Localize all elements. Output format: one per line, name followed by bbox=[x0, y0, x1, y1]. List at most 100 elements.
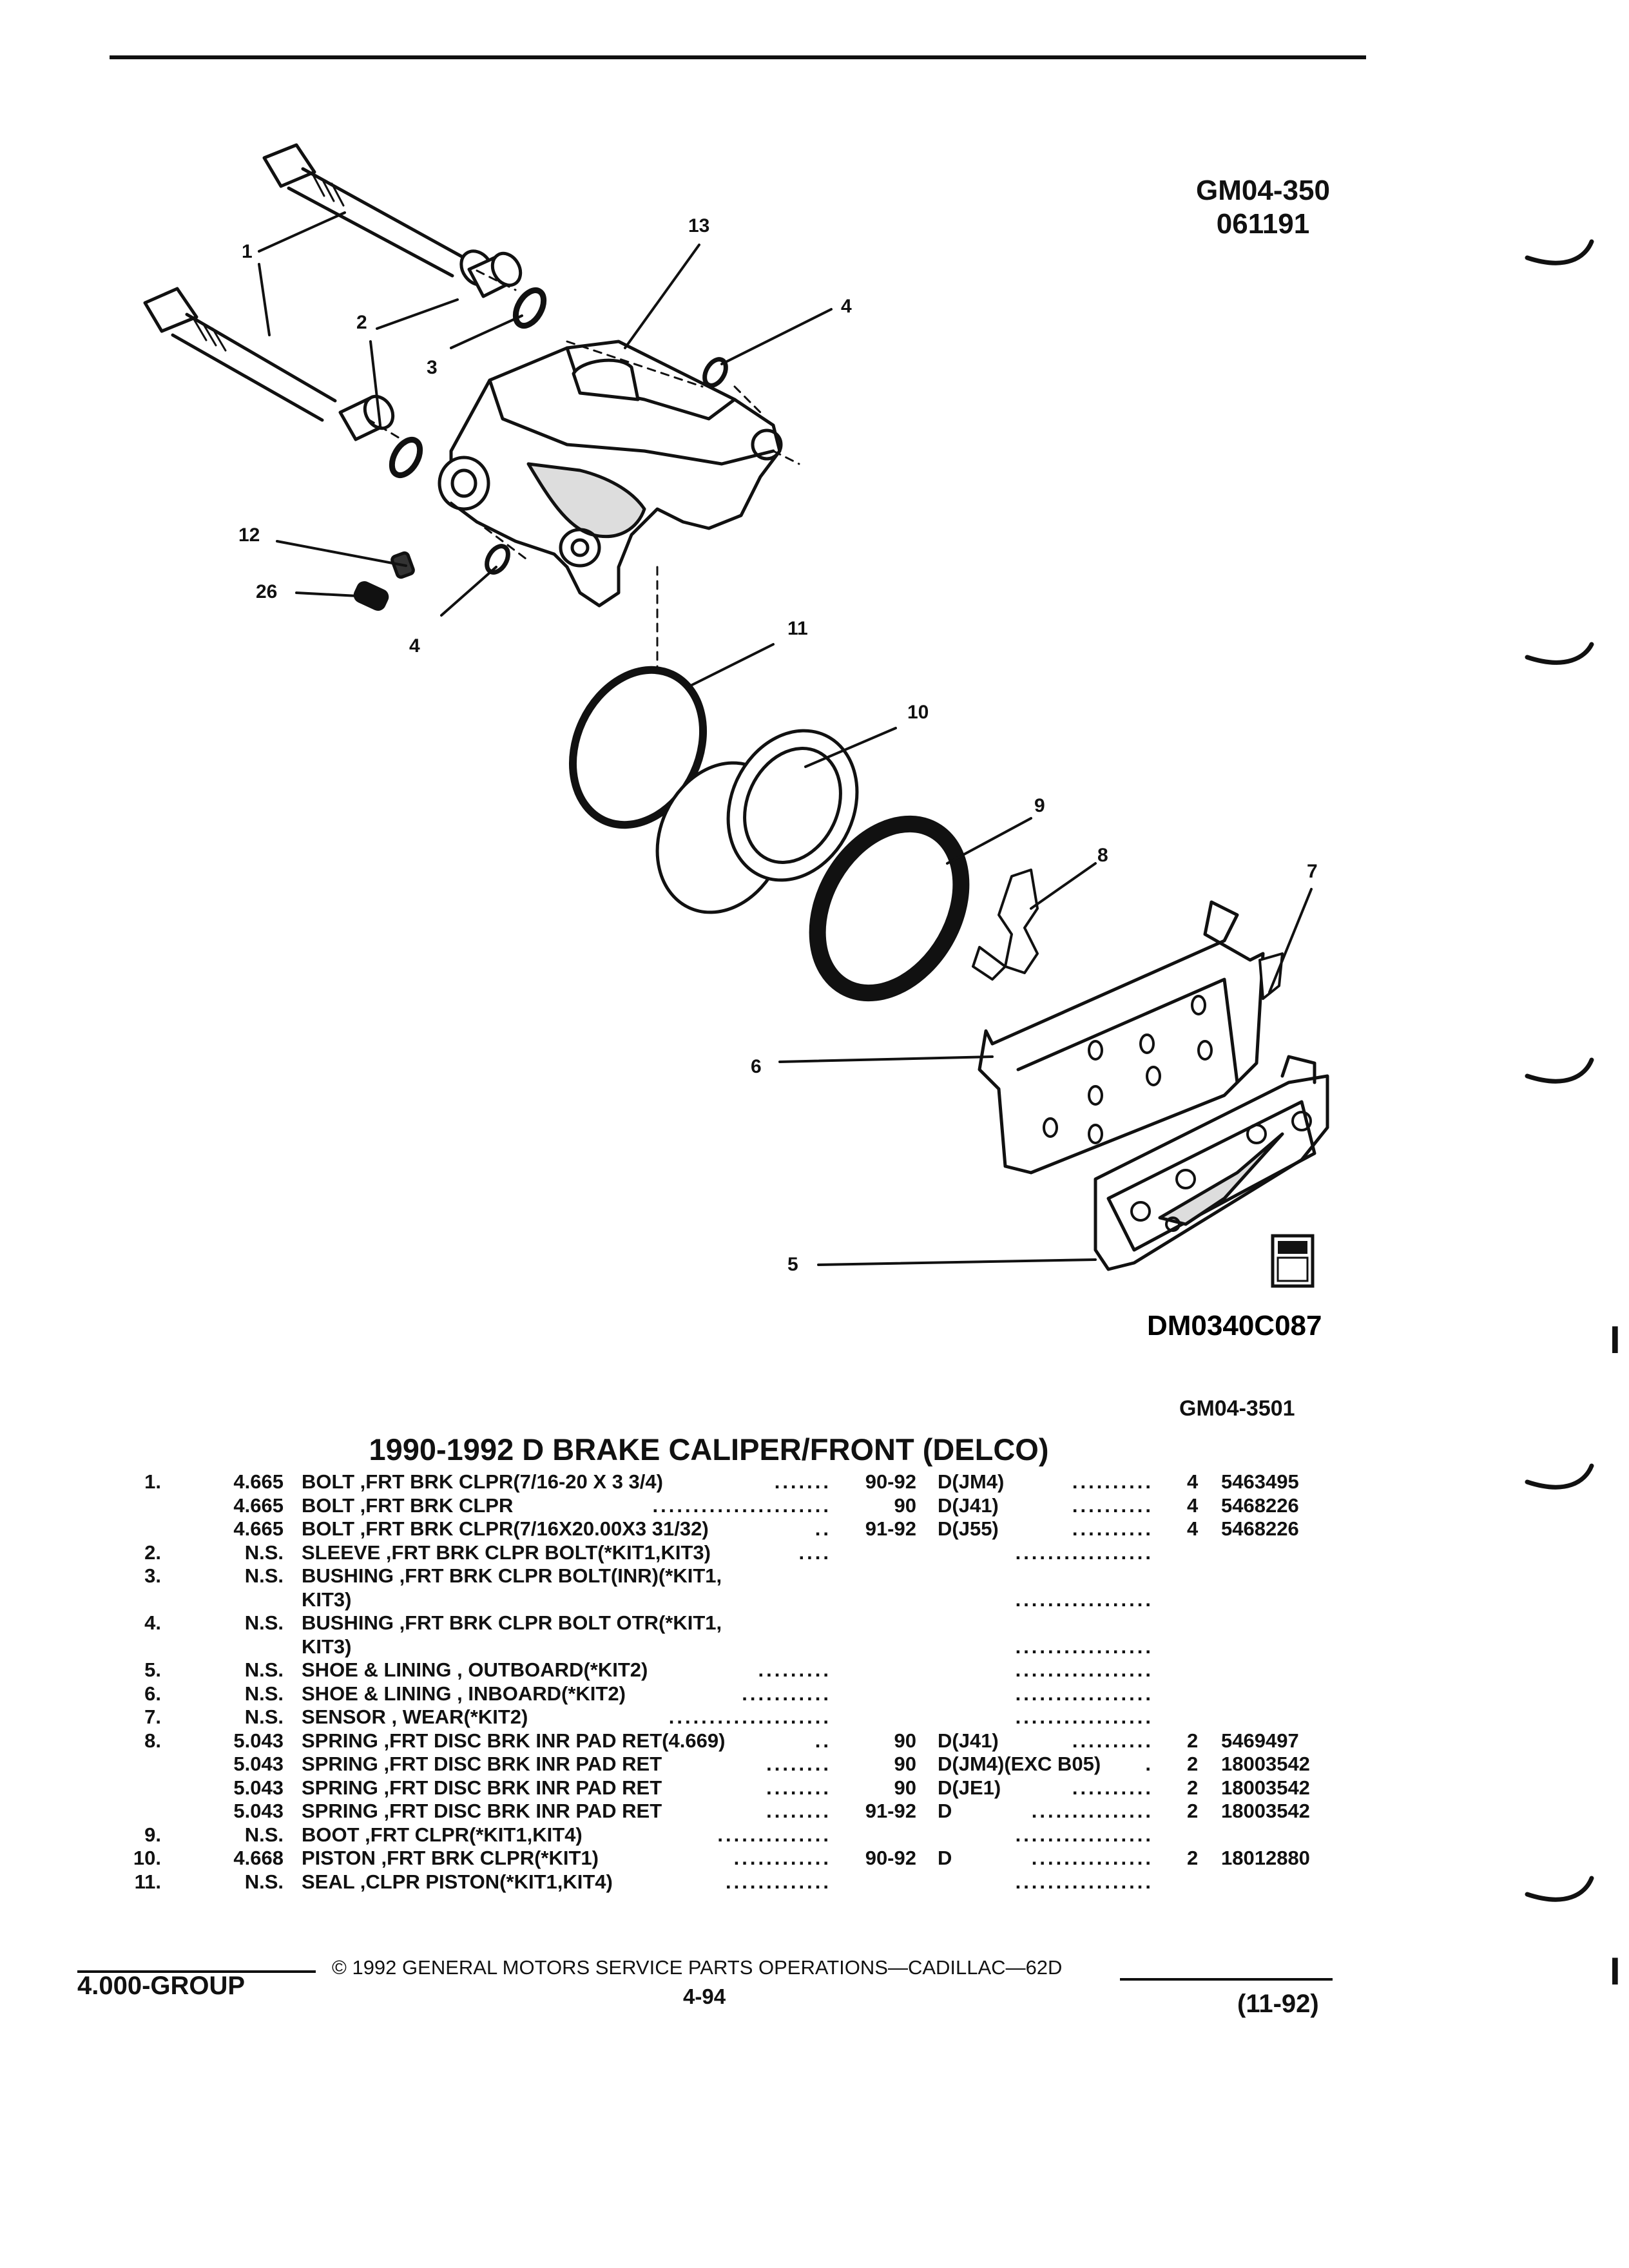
cell-leader-dots: .................... bbox=[668, 1706, 831, 1728]
callout-7: 7 bbox=[1307, 861, 1318, 882]
cell-leader-dots: ............. bbox=[726, 1870, 831, 1893]
cell-model: D(J41) bbox=[938, 1494, 999, 1517]
callout-9: 9 bbox=[1034, 795, 1045, 816]
cell-part-number: 5468226 bbox=[1221, 1517, 1299, 1540]
oring-lower bbox=[389, 437, 423, 478]
cell-leader-dots: ......... bbox=[758, 1658, 831, 1681]
cell-group-number: N.S. bbox=[244, 1682, 284, 1705]
cell-description: BOLT ,FRT BRK CLPR(7/16-20 X 3 3/4) bbox=[302, 1470, 663, 1493]
cell-group-number: 5.043 bbox=[233, 1753, 284, 1775]
piston-boot bbox=[809, 815, 970, 1002]
cell-part-number: 18003542 bbox=[1221, 1800, 1310, 1822]
callout-10: 10 bbox=[907, 702, 929, 723]
cell-model: D(JM4)(EXC B05) bbox=[938, 1753, 1101, 1775]
table-row: 11.N.S.SEAL ,CLPR PISTON(*KIT1,KIT4)....… bbox=[0, 1870, 1482, 1894]
table-row: 9.N.S.BOOT ,FRT CLPR(*KIT1,KIT4)........… bbox=[0, 1823, 1482, 1847]
cell-model-dots: ................. bbox=[1015, 1706, 1153, 1728]
table-row: 3.N.S.BUSHING ,FRT BRK CLPR BOLT(INR)(*K… bbox=[0, 1564, 1482, 1588]
table-row: 5.N.S.SHOE & LINING , OUTBOARD(*KIT2)...… bbox=[0, 1658, 1482, 1682]
cell-item-number: 2. bbox=[144, 1541, 161, 1564]
cell-item-number: 10. bbox=[133, 1847, 161, 1869]
footer-rule-left bbox=[77, 1970, 316, 1973]
cell-group-number: 5.043 bbox=[233, 1800, 284, 1822]
cell-model: D(JE1) bbox=[938, 1776, 1001, 1799]
cell-group-number: N.S. bbox=[244, 1541, 284, 1564]
cell-leader-dots: ........ bbox=[766, 1800, 831, 1822]
cell-model-dots: .......... bbox=[1072, 1517, 1153, 1540]
cell-description: SHOE & LINING , INBOARD(*KIT2) bbox=[302, 1682, 626, 1705]
cell-description: SEAL ,CLPR PISTON(*KIT1,KIT4) bbox=[302, 1870, 613, 1893]
cell-model: D(J55) bbox=[938, 1517, 999, 1540]
cell-description: SENSOR , WEAR(*KIT2) bbox=[302, 1706, 528, 1728]
figure-code-date: 061191 bbox=[1216, 208, 1310, 240]
cell-model-dots: . bbox=[1145, 1753, 1153, 1775]
cell-years: 90 bbox=[894, 1729, 916, 1752]
cell-leader-dots: .............. bbox=[717, 1823, 831, 1846]
cell-item-number: 11. bbox=[134, 1870, 161, 1893]
cell-item-number: 9. bbox=[144, 1823, 161, 1846]
cell-description: SPRING ,FRT DISC BRK INR PAD RET bbox=[302, 1800, 662, 1822]
cell-group-number: N.S. bbox=[244, 1706, 284, 1728]
cell-part-number: 18003542 bbox=[1221, 1753, 1310, 1775]
cell-leader-dots: ....... bbox=[774, 1470, 831, 1493]
cell-item-number: 5. bbox=[144, 1658, 161, 1681]
cell-part-number: 5463495 bbox=[1221, 1470, 1299, 1493]
section-code: GM04-3501 bbox=[1179, 1396, 1295, 1421]
table-row: 4.N.S.BUSHING ,FRT BRK CLPR BOLT OTR(*KI… bbox=[0, 1611, 1482, 1635]
oring-4-lower bbox=[485, 544, 510, 575]
cell-leader-dots: ........ bbox=[766, 1776, 831, 1799]
cell-model-dots: .......... bbox=[1072, 1776, 1153, 1799]
cell-description: KIT3) bbox=[302, 1635, 352, 1658]
cell-item-number: 3. bbox=[144, 1564, 161, 1587]
cell-model-dots: ............... bbox=[1031, 1847, 1153, 1869]
cell-item-number: 7. bbox=[144, 1706, 161, 1728]
cell-model-dots: ................. bbox=[1015, 1870, 1153, 1893]
cell-quantity: 4 bbox=[1187, 1517, 1199, 1540]
footer-date: (11-92) bbox=[1237, 1990, 1319, 2018]
bolt-lower bbox=[143, 287, 337, 422]
cell-quantity: 4 bbox=[1187, 1494, 1199, 1517]
callout-12: 12 bbox=[238, 524, 260, 546]
cell-model: D bbox=[938, 1800, 952, 1822]
cell-quantity: 4 bbox=[1187, 1470, 1199, 1493]
cell-years: 90 bbox=[894, 1753, 916, 1775]
cell-description: BOLT ,FRT BRK CLPR(7/16X20.00X3 31/32) bbox=[302, 1517, 709, 1540]
cell-group-number: 5.043 bbox=[233, 1729, 284, 1752]
cell-part-number: 18012880 bbox=[1221, 1847, 1310, 1869]
callout-8: 8 bbox=[1097, 845, 1108, 866]
cell-years: 90-92 bbox=[865, 1470, 916, 1493]
cell-years: 90-92 bbox=[865, 1847, 916, 1869]
table-row: KIT3)................. bbox=[0, 1588, 1482, 1611]
cell-group-number: 5.043 bbox=[233, 1776, 284, 1799]
callout-4-lower: 4 bbox=[409, 635, 420, 657]
cell-quantity: 2 bbox=[1187, 1847, 1199, 1869]
cell-description: SLEEVE ,FRT BRK CLPR BOLT(*KIT1,KIT3) bbox=[302, 1541, 711, 1564]
figure-code-number: GM04-350 bbox=[1196, 175, 1330, 206]
cell-group-number: 4.665 bbox=[233, 1470, 284, 1493]
table-row: 5.043 SPRING ,FRT DISC BRK INR PAD RET 91-… bbox=[0, 1800, 1482, 1823]
table-row: KIT3)................. bbox=[0, 1635, 1482, 1658]
caliper-body bbox=[438, 340, 783, 608]
section-title: 1990-1992 D BRAKE CALIPER/FRONT (DELCO) bbox=[369, 1432, 1049, 1466]
cell-description: SPRING ,FRT DISC BRK INR PAD RET(4.669) bbox=[302, 1729, 726, 1752]
cell-item-number: 4. bbox=[144, 1611, 161, 1634]
cell-part-number: 5469497 bbox=[1221, 1729, 1299, 1752]
callout-6: 6 bbox=[751, 1056, 762, 1077]
cell-description: SHOE & LINING , OUTBOARD(*KIT2) bbox=[302, 1658, 648, 1681]
bushing-lower bbox=[338, 394, 395, 441]
cell-model-dots: .......... bbox=[1072, 1470, 1153, 1493]
callout-4-upper: 4 bbox=[841, 296, 852, 317]
bleeder-cap bbox=[353, 581, 389, 611]
cell-model: D(J41) bbox=[938, 1729, 999, 1752]
table-row: 6.N.S.SHOE & LINING , INBOARD(*KIT2)....… bbox=[0, 1682, 1482, 1706]
cell-quantity: 2 bbox=[1187, 1800, 1199, 1822]
top-rule bbox=[110, 55, 1366, 59]
cell-years: 91-92 bbox=[865, 1800, 916, 1822]
cell-group-number: N.S. bbox=[244, 1564, 284, 1587]
callout-1-upper: 1 bbox=[242, 241, 253, 262]
